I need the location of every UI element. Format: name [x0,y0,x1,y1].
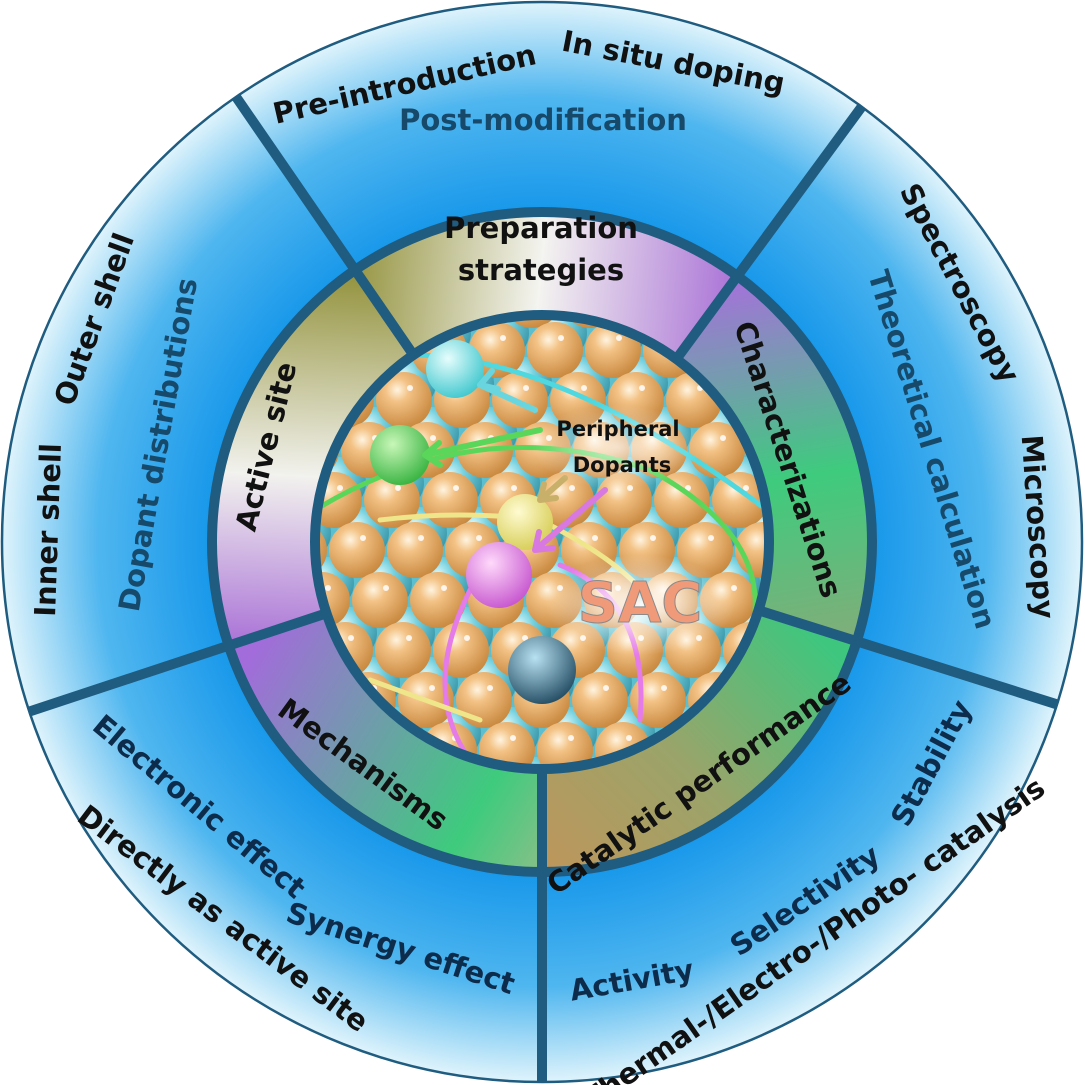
atom-highlight [418,535,424,541]
atom-highlight [650,535,656,541]
cyan-dopant-atom [426,340,484,398]
outer-segment-characterization [737,106,1082,705]
sac-glow [545,555,735,655]
atom-highlight [720,435,726,441]
atom-highlight [558,335,564,341]
host-atom [630,672,686,728]
atom-highlight [430,435,436,441]
inner-segment-performance [542,610,857,872]
atom-highlight [626,735,632,741]
peripheral-dopants-label-line2: Dopants [573,453,672,477]
host-atom [712,472,767,528]
atom-highlight [337,485,343,491]
atom-highlight [395,485,401,491]
label-preparation-strategies-line1: Preparation [444,211,638,245]
label-preparation-strategies-line2: strategies [458,253,624,287]
host-atom [422,472,478,528]
atom-highlight [406,635,412,641]
atom-highlight [441,585,447,591]
atom-highlight [603,685,609,691]
atom-highlight [639,385,645,391]
inner-segment-mechanisms [228,613,543,872]
atom-highlight [661,685,667,691]
host-atom [352,572,408,628]
peripheral-dopants-label-line1: Peripheral [556,417,679,441]
atom-highlight [511,485,517,491]
green-dopant-atom [370,425,430,485]
atom-highlight [616,335,622,341]
inner-segment-active-site [212,270,414,646]
atom-highlight [592,535,598,541]
host-atom [433,622,489,678]
segment-dividers [26,93,1060,1083]
atom-highlight [407,385,413,391]
host-atom [329,522,385,578]
host-atom [410,572,466,628]
divider-line [756,605,1060,710]
atom-highlight [360,535,366,541]
outer-segment-performance [542,641,1058,1082]
host-atom [527,322,583,378]
outer-segment-mechanisms [29,645,542,1082]
inner-segment-preparation [355,212,738,360]
host-atom [654,472,710,528]
atom-highlight [453,485,459,491]
pink-dopant-atom [466,542,532,608]
single-atom-site [508,636,576,704]
atom-highlight [429,685,435,691]
atom-highlight [383,585,389,591]
atom-highlight [708,535,714,541]
atom-highlight [325,585,331,591]
divider-line [231,93,418,358]
atom-highlight [569,485,575,491]
divider-line [672,103,867,363]
outer-segment-active-site [1,96,356,712]
host-atom [387,522,443,578]
host-atom [572,672,628,728]
inner-segment-characterization [676,276,872,642]
outer-segment-preparation [236,1,862,277]
atom-highlight [487,685,493,691]
host-atom [375,622,431,678]
atom-highlight [731,585,737,591]
host-atom [364,472,420,528]
atom-highlight [685,485,691,491]
atom-highlight [568,735,574,741]
arrows [422,368,608,553]
atom-highlight [581,385,587,391]
inner-ring [212,212,872,872]
atom-highlight [464,635,470,641]
atom-highlight [523,385,529,391]
label-inner-shell: Inner shell [28,443,68,618]
atom-highlight [476,535,482,541]
atom-highlight [510,735,516,741]
label-post-modification: Post-modification [399,103,687,137]
atom-highlight [348,635,354,641]
atom-highlight [522,635,528,641]
divider-line [26,608,329,717]
sac-label: SAC [578,571,703,636]
host-atom [376,372,432,428]
atom-highlight [743,485,749,491]
host-atom [456,672,512,728]
atom-highlight [500,335,506,341]
